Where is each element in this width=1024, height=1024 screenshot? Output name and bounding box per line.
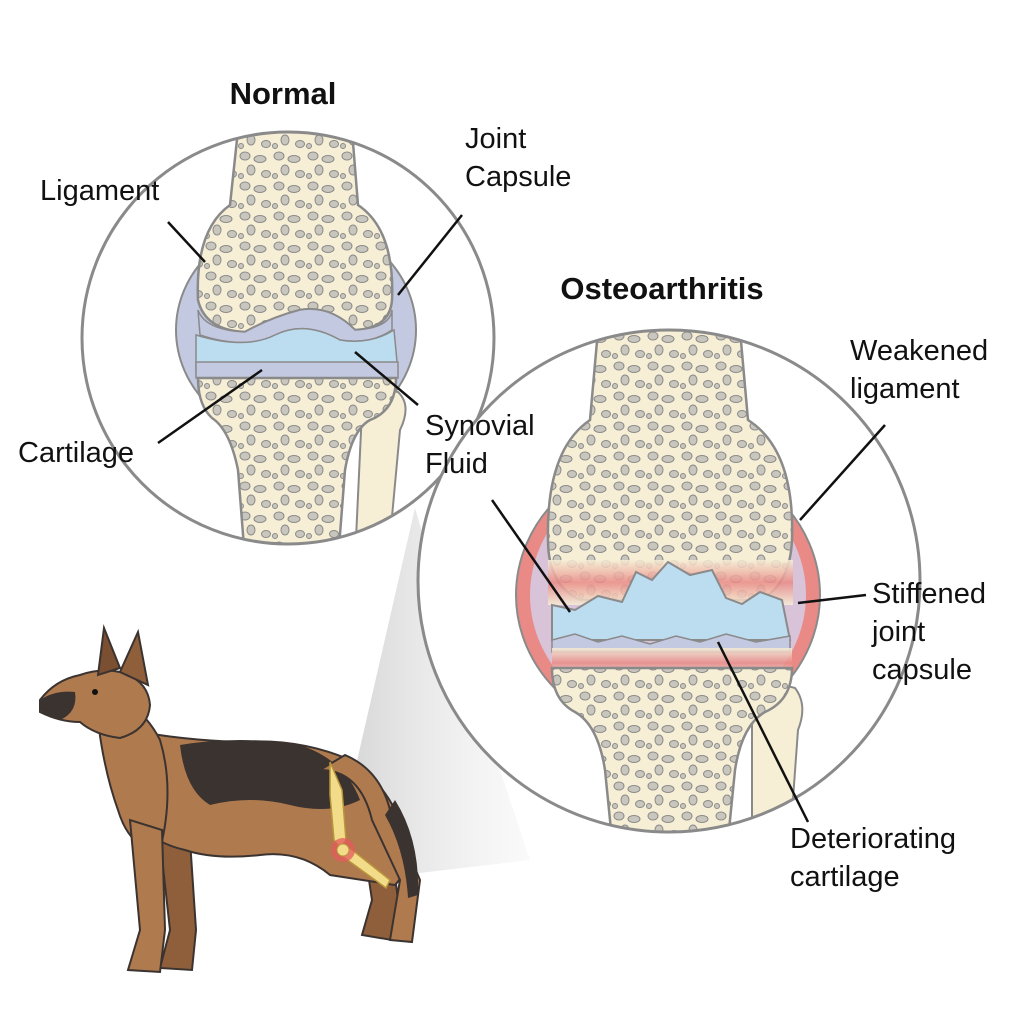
dog-saddle — [180, 740, 360, 809]
leader-weakened-ligament — [799, 424, 886, 521]
oa-tibia — [550, 666, 794, 832]
leader-oa-synovial-fluid — [490, 499, 572, 613]
leader-joint-capsule — [397, 214, 463, 296]
zoom-beam — [340, 508, 530, 880]
normal-tibia — [196, 376, 398, 544]
leader-deteriorating-cartilage — [716, 641, 810, 823]
leader-lines — [157, 214, 886, 823]
label-cartilage: Cartilage — [18, 437, 134, 469]
normal-joint-view — [80, 130, 496, 546]
dog-ear — [118, 628, 150, 687]
label-synovial-fluid: Synovial Fluid — [425, 410, 543, 480]
dog-front-leg — [126, 818, 167, 974]
oa-circle-outline — [416, 328, 922, 834]
leader-ligament — [167, 221, 206, 263]
oa-joint-view — [416, 328, 922, 834]
dog-illustration — [39, 624, 422, 974]
label-ligament: Ligament — [40, 175, 159, 207]
dog-ear — [96, 624, 122, 677]
title-normal: Normal — [230, 76, 337, 111]
dog-head — [39, 669, 152, 740]
leader-synovial-fluid — [354, 351, 419, 406]
leader-cartilage — [157, 368, 263, 445]
normal-synovial-fluid — [195, 327, 399, 373]
dog-leg-bones — [329, 761, 391, 890]
normal-tibia-cartilage — [195, 361, 399, 379]
oa-synovial-fluid — [551, 560, 792, 641]
normal-circle-outline — [80, 130, 496, 546]
label-weakened-ligament: Weakened ligament — [850, 335, 996, 405]
label-joint-capsule: Joint Capsule — [465, 123, 571, 193]
label-stiffened-capsule: Stiffened joint capsule — [871, 578, 994, 686]
dog-tail — [385, 800, 419, 898]
leader-stiffened-capsule — [797, 593, 867, 605]
label-deteriorating-cartilage: Deteriorating cartilage — [790, 823, 964, 893]
title-osteoarthritis: Osteoarthritis — [560, 271, 763, 306]
